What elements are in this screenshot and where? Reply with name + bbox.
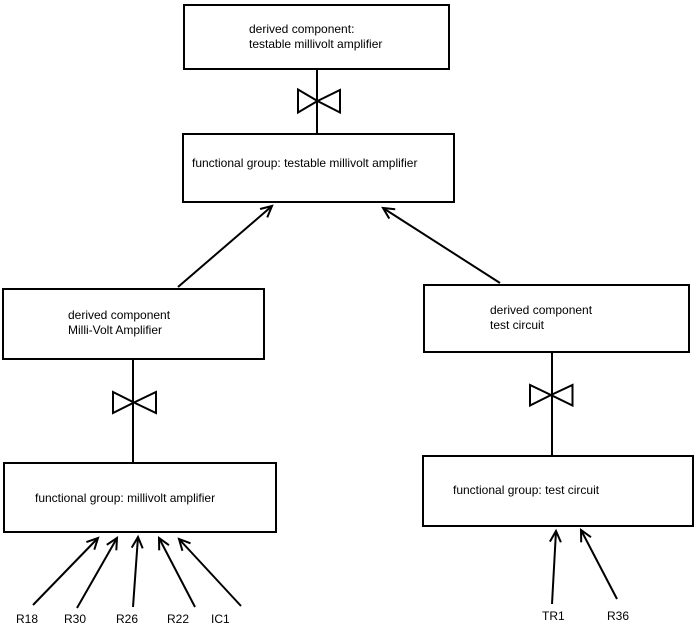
- node-derived-test-circuit: derived component test circuit: [423, 284, 690, 353]
- node-label-line: derived component:: [249, 22, 355, 36]
- edge-arrow-r18: [32, 536, 100, 606]
- node-derived-milli-volt-amplifier: derived component Milli-Volt Amplifier: [2, 288, 265, 360]
- edge-top-decomposition: [297, 70, 341, 133]
- node-functional-group-millivolt-amplifier: functional group: millivolt amplifier: [3, 462, 277, 533]
- node-functional-group-test-circuit: functional group: test circuit: [422, 455, 694, 527]
- edge-left-decomposition: [112, 360, 157, 462]
- node-label-line: derived component: [68, 308, 171, 322]
- edge-right-decomposition: [529, 353, 574, 455]
- edge-arrow-ic1: [177, 537, 242, 607]
- node-label-line: derived component: [490, 303, 593, 317]
- node-label-line: functional group: millivolt amplifier: [35, 491, 216, 505]
- component-label-ic1: IC1: [211, 612, 230, 626]
- node-functional-group-testable-millivolt-amplifier: functional group: testable millivolt amp…: [182, 133, 455, 203]
- component-label-r30: R30: [64, 612, 87, 626]
- bowtie-icon: [297, 87, 341, 115]
- edge-arrow-r30: [76, 536, 119, 609]
- edge-arrow-r36: [579, 528, 618, 600]
- edge-arrow-tr1: [549, 528, 562, 605]
- edge-arrows-to-fg-millivolt: [32, 534, 242, 609]
- component-label-tr1: TR1: [542, 609, 565, 623]
- edge-arrow: [177, 204, 274, 288]
- bowtie-icon: [529, 383, 574, 408]
- edge-arrow: [381, 206, 501, 284]
- edge-arrow-r26: [130, 534, 144, 608]
- edge-arrows-to-fg-test-circuit: [549, 528, 618, 605]
- edge-arrows-to-fg-testable: [177, 204, 501, 288]
- component-label-r36: R36: [607, 609, 630, 623]
- bowtie-icon: [112, 390, 157, 415]
- node-label-line: Milli-Volt Amplifier: [68, 323, 163, 337]
- component-label-r22: R22: [167, 612, 190, 626]
- node-label-line: functional group: test circuit: [453, 483, 600, 497]
- node-label-line: functional group: testable millivolt amp…: [192, 156, 418, 170]
- node-label-line: testable millivolt amplifier: [249, 37, 383, 51]
- edge-arrow-r22: [157, 536, 196, 608]
- node-label-line: test circuit: [490, 318, 545, 332]
- node-derived-testable-millivolt-amplifier: derived component: testable millivolt am…: [183, 4, 450, 70]
- component-label-r26: R26: [116, 612, 139, 626]
- component-label-r18: R18: [16, 612, 39, 626]
